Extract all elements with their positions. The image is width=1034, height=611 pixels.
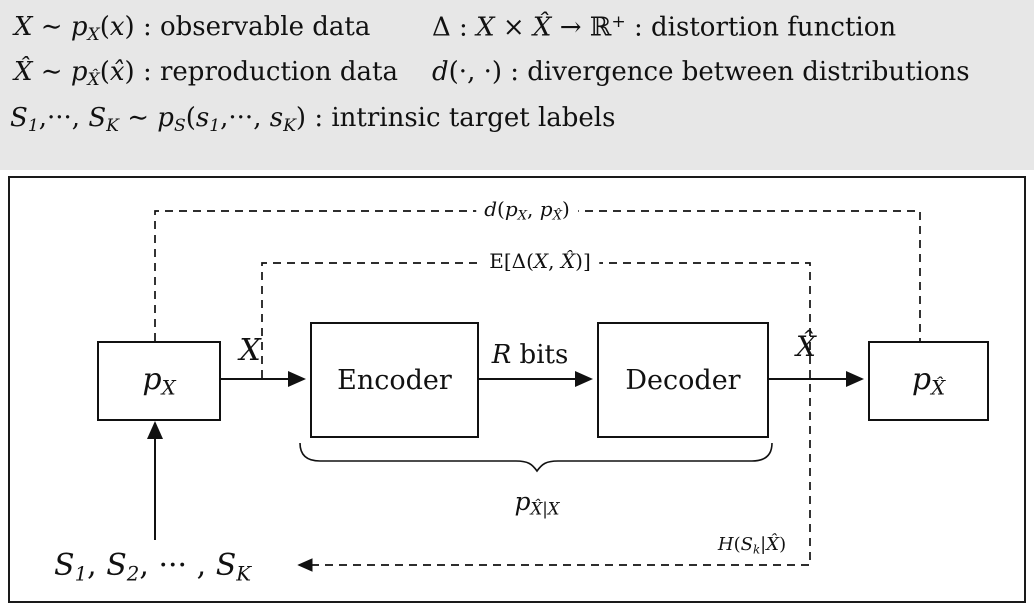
xhat-signal-label: X̂ [796,330,816,363]
pxhat-output-label: pX̂ [911,362,946,400]
px-source-box: pX [97,341,221,421]
legend-divergence: d(·, ·) : divergence between distributio… [432,57,970,87]
pxhat-output-box: pX̂ [868,341,989,421]
conditional-entropy-label: H(Sk|X̂) [713,534,791,557]
legend-distortion-function: Δ : X × X̂ → ℝ+ : distortion function [432,12,897,43]
legend-observable-data: X ∼ pX(x) : observable data [14,12,371,45]
expected-distortion-label: E[Δ(X, X̂)] [481,249,599,273]
channel-conditional-label: pX̂|X [514,487,560,519]
decoder-label: Decoder [625,364,741,396]
decoder-box: Decoder [597,322,769,438]
rate-bits-label: R bits [491,340,569,370]
encoder-box: Encoder [310,322,479,438]
legend-panel: X ∼ pX(x) : observable data Δ : X × X̂ →… [0,0,1034,170]
x-signal-label: X [239,333,261,368]
legend-target-labels: S1,···, SK ∼ pS(s1,···, sK) : intrinsic … [10,103,616,136]
divergence-measure-label: d(pX, pX̂) [476,197,578,224]
legend-reproduction-data: X̂ ∼ pX̂(x̂) : reproduction data [14,57,398,90]
encoder-label: Encoder [337,364,452,396]
px-source-label: pX [142,362,176,400]
target-labels-sequence: S1, S2, ··· , SK [54,548,252,586]
